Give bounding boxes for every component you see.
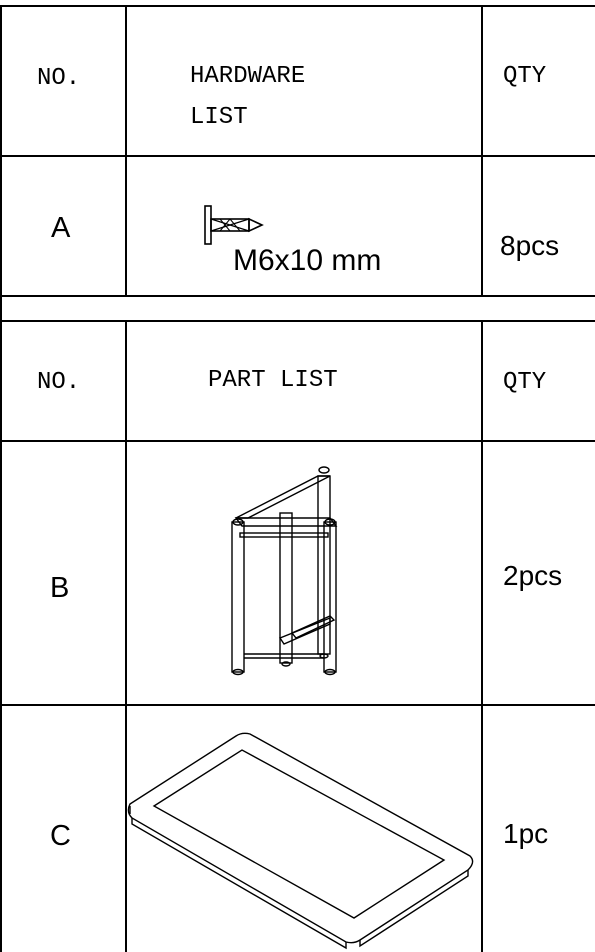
part-header-no: NO. xyxy=(37,369,81,396)
hardware-row-a-no: A xyxy=(51,212,71,244)
part-row-b-no: B xyxy=(50,572,70,604)
table-leg-frame-icon xyxy=(231,466,338,676)
rule-hardware-header-bottom xyxy=(0,155,595,157)
hardware-header-title-line2: LIST xyxy=(190,104,248,131)
hardware-header-no: NO. xyxy=(37,65,81,92)
rule-col1-hardware xyxy=(125,5,127,297)
rule-left-gap xyxy=(0,297,2,320)
rule-part-table-top xyxy=(0,320,595,322)
rule-top xyxy=(0,5,595,7)
rule-col2-hardware xyxy=(481,5,483,297)
bolt-icon xyxy=(204,205,264,245)
rule-left-edge-parts xyxy=(0,320,2,952)
hardware-header-qty: QTY xyxy=(503,63,547,90)
rule-col1-parts xyxy=(125,320,127,952)
hardware-row-a-spec: M6x10 mm xyxy=(233,244,382,277)
part-header-qty: QTY xyxy=(503,369,547,396)
part-row-c-no: C xyxy=(50,820,71,852)
rule-col2-parts xyxy=(481,320,483,952)
part-header-title: PART LIST xyxy=(208,367,338,394)
part-row-c-qty: 1pc xyxy=(503,818,549,849)
rule-part-header-bottom xyxy=(0,440,595,442)
part-row-b-qty: 2pcs xyxy=(503,560,563,591)
rule-hardware-table-bottom xyxy=(0,295,595,297)
hardware-row-a-qty: 8pcs xyxy=(500,230,560,261)
hardware-header-title-line1: HARDWARE xyxy=(190,63,306,90)
rule-left-edge xyxy=(0,5,2,297)
table-top-panel-icon xyxy=(127,732,474,950)
rule-row-b-bottom xyxy=(0,704,595,706)
